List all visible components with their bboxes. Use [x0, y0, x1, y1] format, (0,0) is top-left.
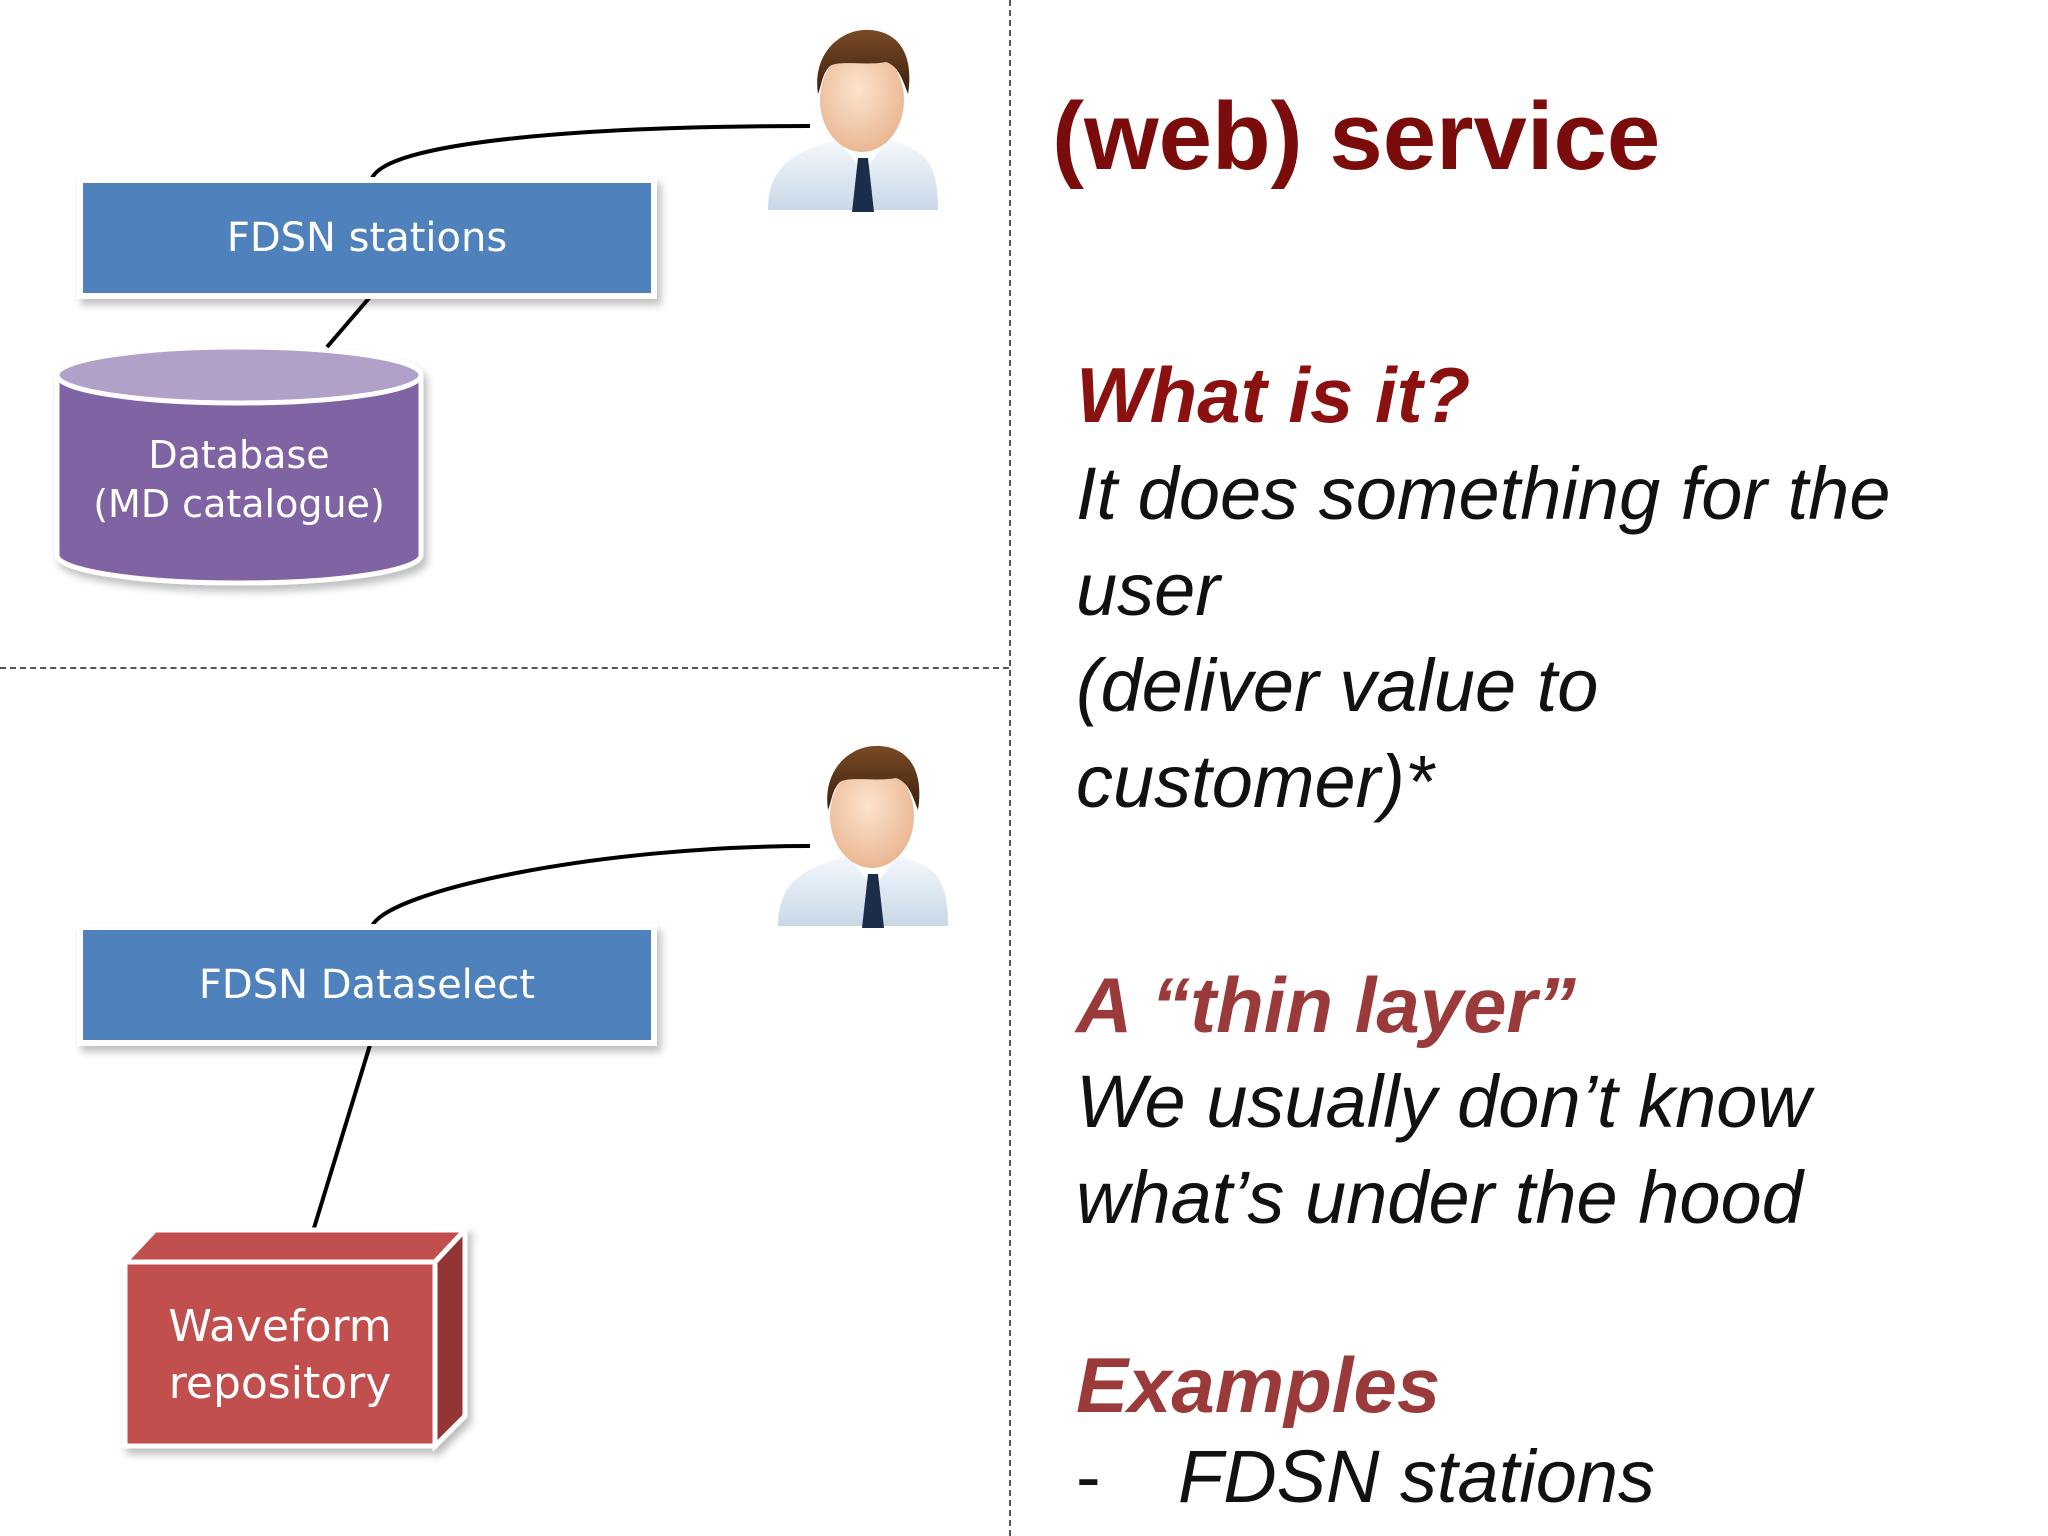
fdsn-stations-label: FDSN stations	[226, 215, 508, 261]
fdsn-dataselect-label: FDSN Dataselect	[198, 962, 536, 1008]
connector-user-to-stations	[370, 124, 811, 180]
user-icon	[768, 29, 938, 212]
horizontal-divider	[0, 667, 1009, 669]
what-text: It does something for the user (deliver …	[1076, 446, 1890, 830]
connector-stations-to-database	[325, 295, 372, 349]
repository-label-line1: Waveform	[168, 1300, 392, 1352]
page-title: (web) service	[1052, 83, 1661, 190]
architecture-diagram	[54, 29, 948, 1453]
fdsn-stations-box	[77, 177, 657, 299]
thin-layer-text: We usually don’t know what’s under the h…	[1076, 1054, 1811, 1246]
vertical-divider	[1009, 0, 1011, 1536]
thin-line-1: We usually don’t know	[1076, 1060, 1811, 1143]
examples-heading: Examples	[1076, 1341, 1441, 1429]
examples-list-item: -FDSN stations	[1076, 1434, 1655, 1519]
repository-label: Waveform repository	[125, 1270, 435, 1440]
connector-user-to-dataselect	[370, 844, 811, 928]
what-line-2: user	[1076, 548, 1220, 631]
database-label-line2: (MD catalogue)	[93, 482, 385, 526]
example-item-label: FDSN stations	[1178, 1435, 1656, 1518]
repository-label-line2: repository	[168, 1358, 392, 1409]
database-label: Database (MD catalogue)	[57, 420, 421, 540]
waveform-repository-box	[119, 1223, 471, 1453]
thin-line-2: what’s under the hood	[1076, 1156, 1803, 1239]
what-line-3: (deliver value to	[1076, 644, 1599, 727]
what-heading: What is it?	[1076, 351, 1471, 439]
database-label-line1: Database	[148, 432, 330, 477]
bullet-dash: -	[1076, 1435, 1101, 1518]
user-icon	[778, 745, 948, 928]
database-cylinder	[54, 344, 424, 586]
what-line-1: It does something for the	[1076, 452, 1891, 535]
connector-dataselect-to-repository	[312, 1044, 372, 1229]
what-line-4: customer)*	[1076, 740, 1434, 823]
fdsn-dataselect-box	[77, 924, 657, 1046]
thin-layer-heading: A “thin layer”	[1076, 961, 1576, 1049]
